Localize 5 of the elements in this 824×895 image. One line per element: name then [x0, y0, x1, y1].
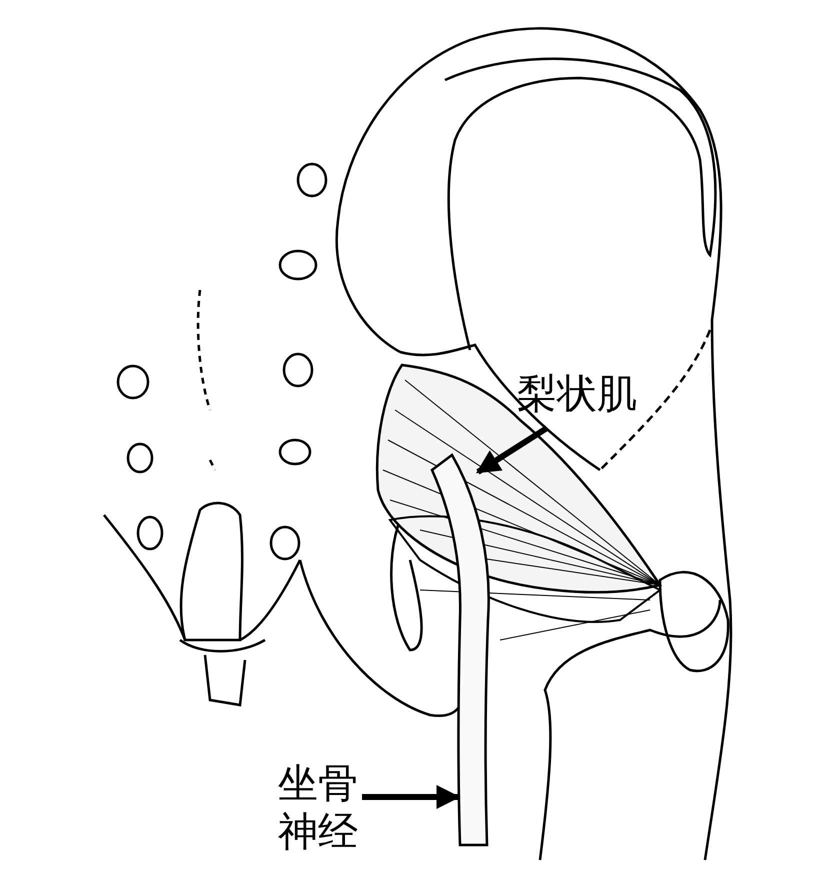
- leader-text: 梨状肌: [517, 370, 667, 418]
- sciatic-nerve: [430, 454, 490, 846]
- leader-text: 坐骨神经: [278, 760, 362, 856]
- leader-arrow: [362, 785, 460, 809]
- leader-arrow: [476, 425, 549, 475]
